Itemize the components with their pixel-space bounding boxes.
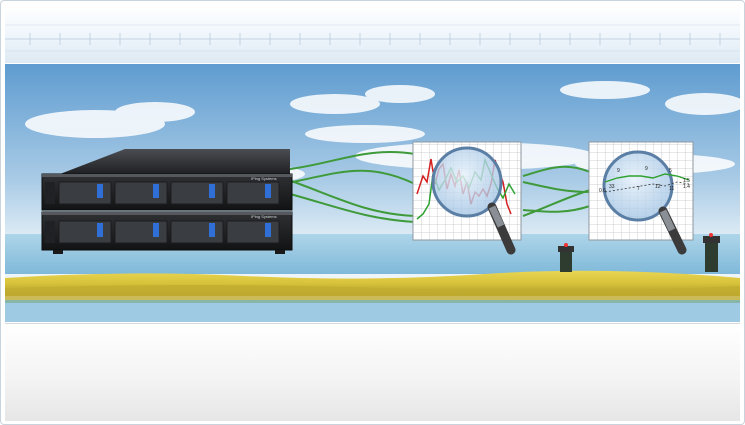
point-label: 9 [645, 166, 648, 172]
lake-reflection [5, 300, 740, 322]
magnifier-lens-right [602, 150, 674, 222]
network-cables [282, 150, 591, 223]
grid-line-decoration [5, 24, 740, 52]
magnifier-lens-left [431, 146, 503, 218]
top-header-band [5, 5, 740, 63]
chart-panel-left [412, 141, 522, 255]
bottom-content-band [5, 323, 740, 421]
point-label: 1.5 [683, 178, 690, 184]
point-label: 5 [669, 168, 672, 174]
rack-server-bottom [41, 211, 293, 254]
point-label: 12 [655, 184, 661, 190]
server-brand-top: IPing Systems [251, 176, 277, 181]
point-label: 33 [609, 184, 615, 190]
trace-green-right [604, 173, 690, 183]
point-label: 11 [669, 186, 674, 192]
point-label: 9 [617, 168, 620, 174]
rack-server-top [41, 149, 293, 211]
chart-panel-right: 9 9 5 1.5 1.4 0.6 33 12 7 11 [588, 141, 694, 255]
tower-left [558, 243, 574, 272]
point-label: 1.4 [683, 184, 690, 190]
point-label: 7 [637, 186, 640, 192]
server-brand-bottom: IPing Systems [251, 214, 277, 219]
landscape-banner: IPing Systems [5, 64, 740, 322]
tower-right [703, 233, 720, 272]
point-label: 0.6 [599, 188, 606, 194]
